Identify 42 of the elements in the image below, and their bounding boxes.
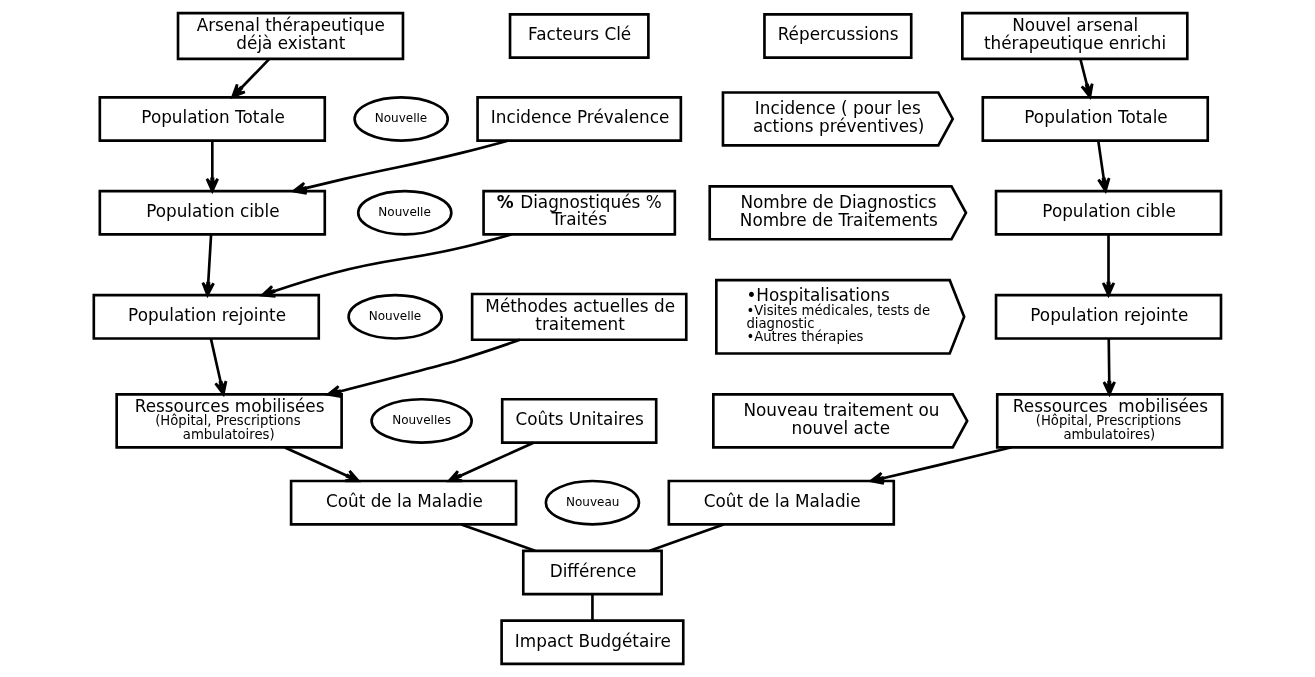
node-box: Population Totale (98, 96, 326, 142)
node-box: Ressources mobilisées (Hôpital, Prescriptions ambulatoires) (114, 393, 343, 449)
node-box: Impact Budgétaire (499, 619, 685, 666)
arrow (201, 234, 215, 297)
node-ellipse: Nouvelles (369, 397, 473, 444)
node-box: Coût de la Maladie (667, 479, 895, 526)
node-box: Facteurs Clé (508, 12, 650, 59)
node-box: Arsenal thérapeutique déjà existant (176, 11, 404, 61)
arrow (1078, 58, 1094, 99)
arrow (230, 58, 270, 99)
node-box: Population Totale (980, 96, 1209, 142)
node-box: Ressources mobilisées (Hôpital, Prescriptions ambulatoires) (995, 393, 1223, 449)
arrow (291, 139, 508, 195)
node-box: Méthodes actuelles de traitement (470, 292, 688, 342)
node-ellipse: Nouvelle (352, 96, 449, 142)
node-box: Incidence Prévalence (475, 96, 682, 142)
arrow (260, 233, 512, 298)
arrow (326, 338, 520, 398)
arrow (209, 338, 227, 396)
node-box: Population cible (98, 189, 326, 236)
node-box: Population cible (994, 189, 1222, 236)
arrow (205, 140, 219, 193)
arrow (283, 446, 360, 483)
node-ellipse: Nouveau (544, 479, 640, 526)
node-box: % Diagnostiqués % Traités (481, 189, 676, 236)
node-box: Nouvel arsenal thérapeutique enrichi (960, 11, 1189, 61)
node-box: Population rejointe (92, 293, 320, 340)
node-ellipse: Nouvelle (346, 293, 443, 340)
arrow (1101, 234, 1115, 297)
arrow (1102, 338, 1116, 396)
connector (590, 594, 594, 621)
node-box: Répercussions (762, 12, 913, 59)
arrow (447, 441, 534, 483)
arrow (1096, 140, 1110, 193)
connector (460, 523, 536, 553)
node-box: Coût de la Maladie (289, 479, 517, 526)
node-box: Différence (521, 549, 663, 596)
node-box: Population rejointe (994, 293, 1222, 340)
node-box: Coûts Unitaires (500, 397, 658, 444)
connector (648, 523, 724, 553)
arrow (869, 446, 1012, 485)
node-ellipse: Nouvelle (356, 189, 453, 236)
